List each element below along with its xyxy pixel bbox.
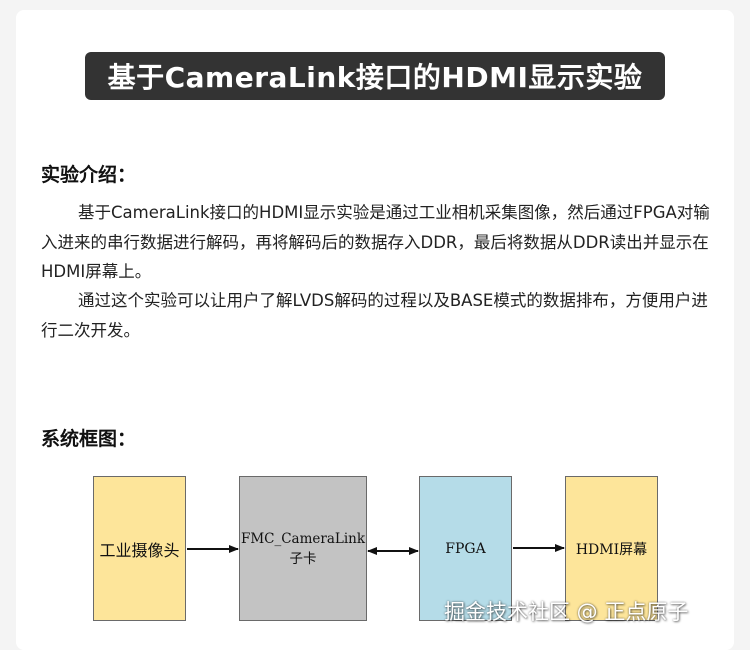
block-industrial-camera-label: 工业摄像头 bbox=[99, 540, 180, 560]
block-fmc-cameralink-label-line2: 子卡 bbox=[289, 550, 317, 567]
page-title: 基于CameraLink接口的HDMI显示实验 bbox=[85, 52, 665, 100]
block-fpga: FPGA bbox=[419, 476, 512, 621]
diagram-heading: 系统框图： bbox=[41, 428, 137, 450]
block-industrial-camera: 工业摄像头 bbox=[93, 476, 186, 621]
intro-paragraph-1: 基于CameraLink接口的HDMI显示实验是通过工业相机采集图像，然后通过F… bbox=[41, 203, 710, 281]
intro-paragraph-2: 通过这个实验可以让用户了解LVDS解码的过程以及BASE模式的数据排布，方便用户… bbox=[41, 291, 708, 340]
block-fmc-cameralink-label-line1: FMC_CameraLink bbox=[240, 530, 366, 547]
block-hdmi-screen-label: HDMI屏幕 bbox=[575, 541, 648, 558]
watermark: 掘金技术社区 @ 正点原子 bbox=[444, 600, 689, 624]
block-hdmi-screen: HDMI屏幕 bbox=[565, 476, 658, 621]
intro-heading: 实验介绍： bbox=[41, 164, 137, 186]
block-fpga-label: FPGA bbox=[445, 540, 486, 557]
block-fmc-cameralink: FMC_CameraLink 子卡 bbox=[239, 476, 367, 621]
